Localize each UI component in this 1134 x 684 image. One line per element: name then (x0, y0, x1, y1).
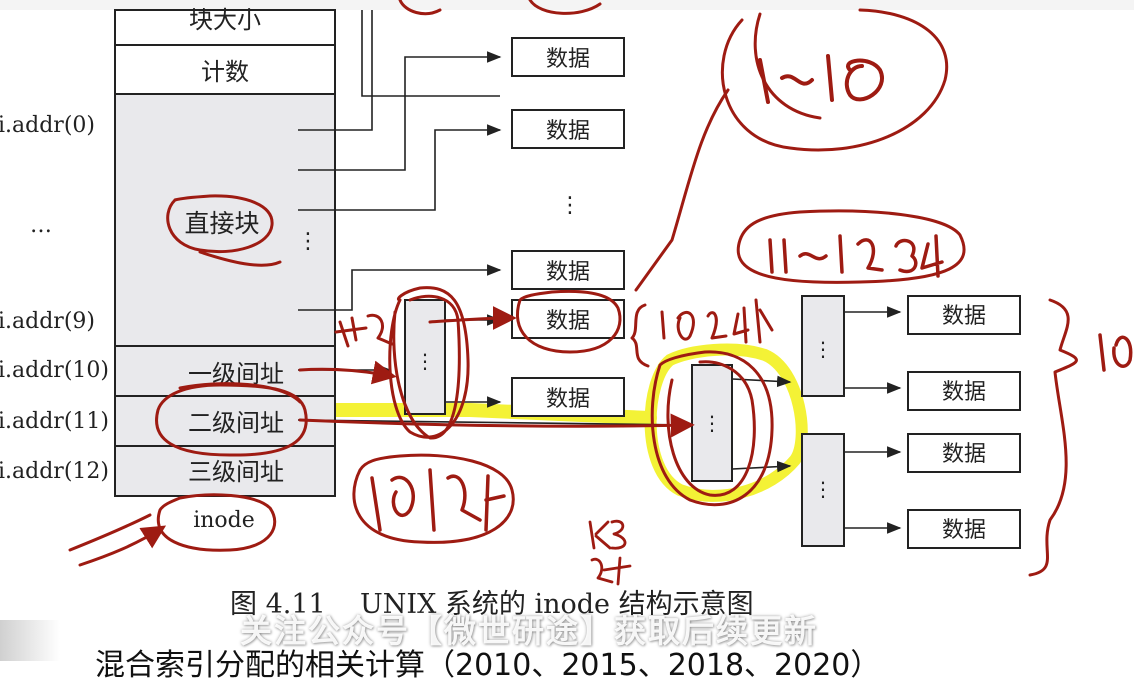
data-block-4: 数据 (546, 309, 590, 334)
field-direct-blocks: 直接块 (184, 209, 259, 238)
diagram-canvas: 块大小 计数 直接块 一级间址 二级间址 三级间址 inode ⋮ i.addr… (0, 0, 1133, 586)
field-block-size: 块大小 (189, 6, 261, 34)
brace-right (1028, 298, 1078, 577)
addr-11: i.addr(11) (0, 409, 109, 434)
field-count: 计数 (201, 58, 249, 86)
addr-12: i.addr(12) (0, 459, 109, 484)
top-partial-circles (398, 0, 602, 16)
connector-1-10 (634, 88, 730, 292)
inode-table: 块大小 计数 直接块 一级间址 二级间址 三级间址 inode ⋮ (114, 6, 336, 533)
field-double-indirect: 二级间址 (188, 409, 284, 437)
data-block-6: 数据 (942, 304, 986, 329)
data-block-3: 数据 (546, 260, 590, 285)
left-fade (0, 620, 60, 661)
addr-10: i.addr(10) (0, 358, 109, 383)
data-block-1: 数据 (546, 47, 590, 72)
addr-0: i.addr(0) (0, 113, 95, 138)
scribble-block-number (334, 313, 394, 348)
arrow-to-inode-2 (68, 513, 152, 552)
index-block-2-dots: ⋮ (702, 411, 722, 435)
data-block-8: 数据 (942, 442, 986, 467)
data-blocks-direct: 数据 数据 ⋮ 数据 数据 数据 (511, 37, 625, 417)
index-block-4-dots: ⋮ (813, 477, 833, 501)
index-block-3-dots: ⋮ (813, 337, 833, 361)
circle-inode (156, 493, 277, 552)
data-block-5: 数据 (546, 387, 590, 412)
circle-double-indirect (155, 382, 308, 457)
scribble-11-1034 (768, 234, 944, 278)
field-triple-indirect: 三级间址 (188, 458, 284, 486)
addr-labels: i.addr(0) … i.addr(9) i.addr(10) i.addr(… (0, 113, 109, 484)
arrow-to-inode (78, 525, 167, 567)
top-strip (0, 0, 1134, 10)
watermark: 关注公众号【微世研途】获取后续更新 (240, 612, 819, 650)
loops-index-2 (650, 350, 774, 507)
data-ellipsis-1: ⋮ (559, 193, 581, 218)
data-block-7: 数据 (942, 380, 986, 405)
red-arrow-to-data (428, 306, 517, 331)
red-arrow-single (298, 360, 397, 385)
data-blocks-indirect: 数据 数据 数据 数据 (907, 295, 1021, 549)
scribble-1-10 (758, 54, 884, 104)
index-block-1-dots: ⋮ (415, 349, 435, 373)
addr-9: i.addr(9) (0, 309, 95, 334)
circle-direct-blocks (166, 194, 282, 267)
figure-caption: 图 4.11 UNIX 系统的 inode 结构示意图 (230, 589, 754, 620)
scribble-index-block (370, 468, 506, 532)
data-block-9: 数据 (942, 518, 986, 543)
index-blocks: ⋮ ⋮ ⋮ ⋮ (404, 295, 845, 547)
scribble-1024 (660, 298, 774, 344)
inode-label: inode (193, 508, 255, 533)
oval-11-1034 (736, 209, 966, 284)
addr-dots: … (30, 213, 52, 238)
bracket-1024 (630, 303, 650, 368)
circle-index-block (352, 453, 515, 544)
handwritten-annotations (68, 0, 1133, 586)
circle-1-10 (720, 8, 949, 152)
red-arrow-double (298, 413, 695, 438)
circle-data-4 (515, 289, 622, 354)
scribble-10 (1098, 333, 1133, 372)
scribble-kb (588, 519, 632, 586)
data-block-2: 数据 (546, 119, 590, 144)
direct-ellipsis: ⋮ (297, 229, 319, 254)
